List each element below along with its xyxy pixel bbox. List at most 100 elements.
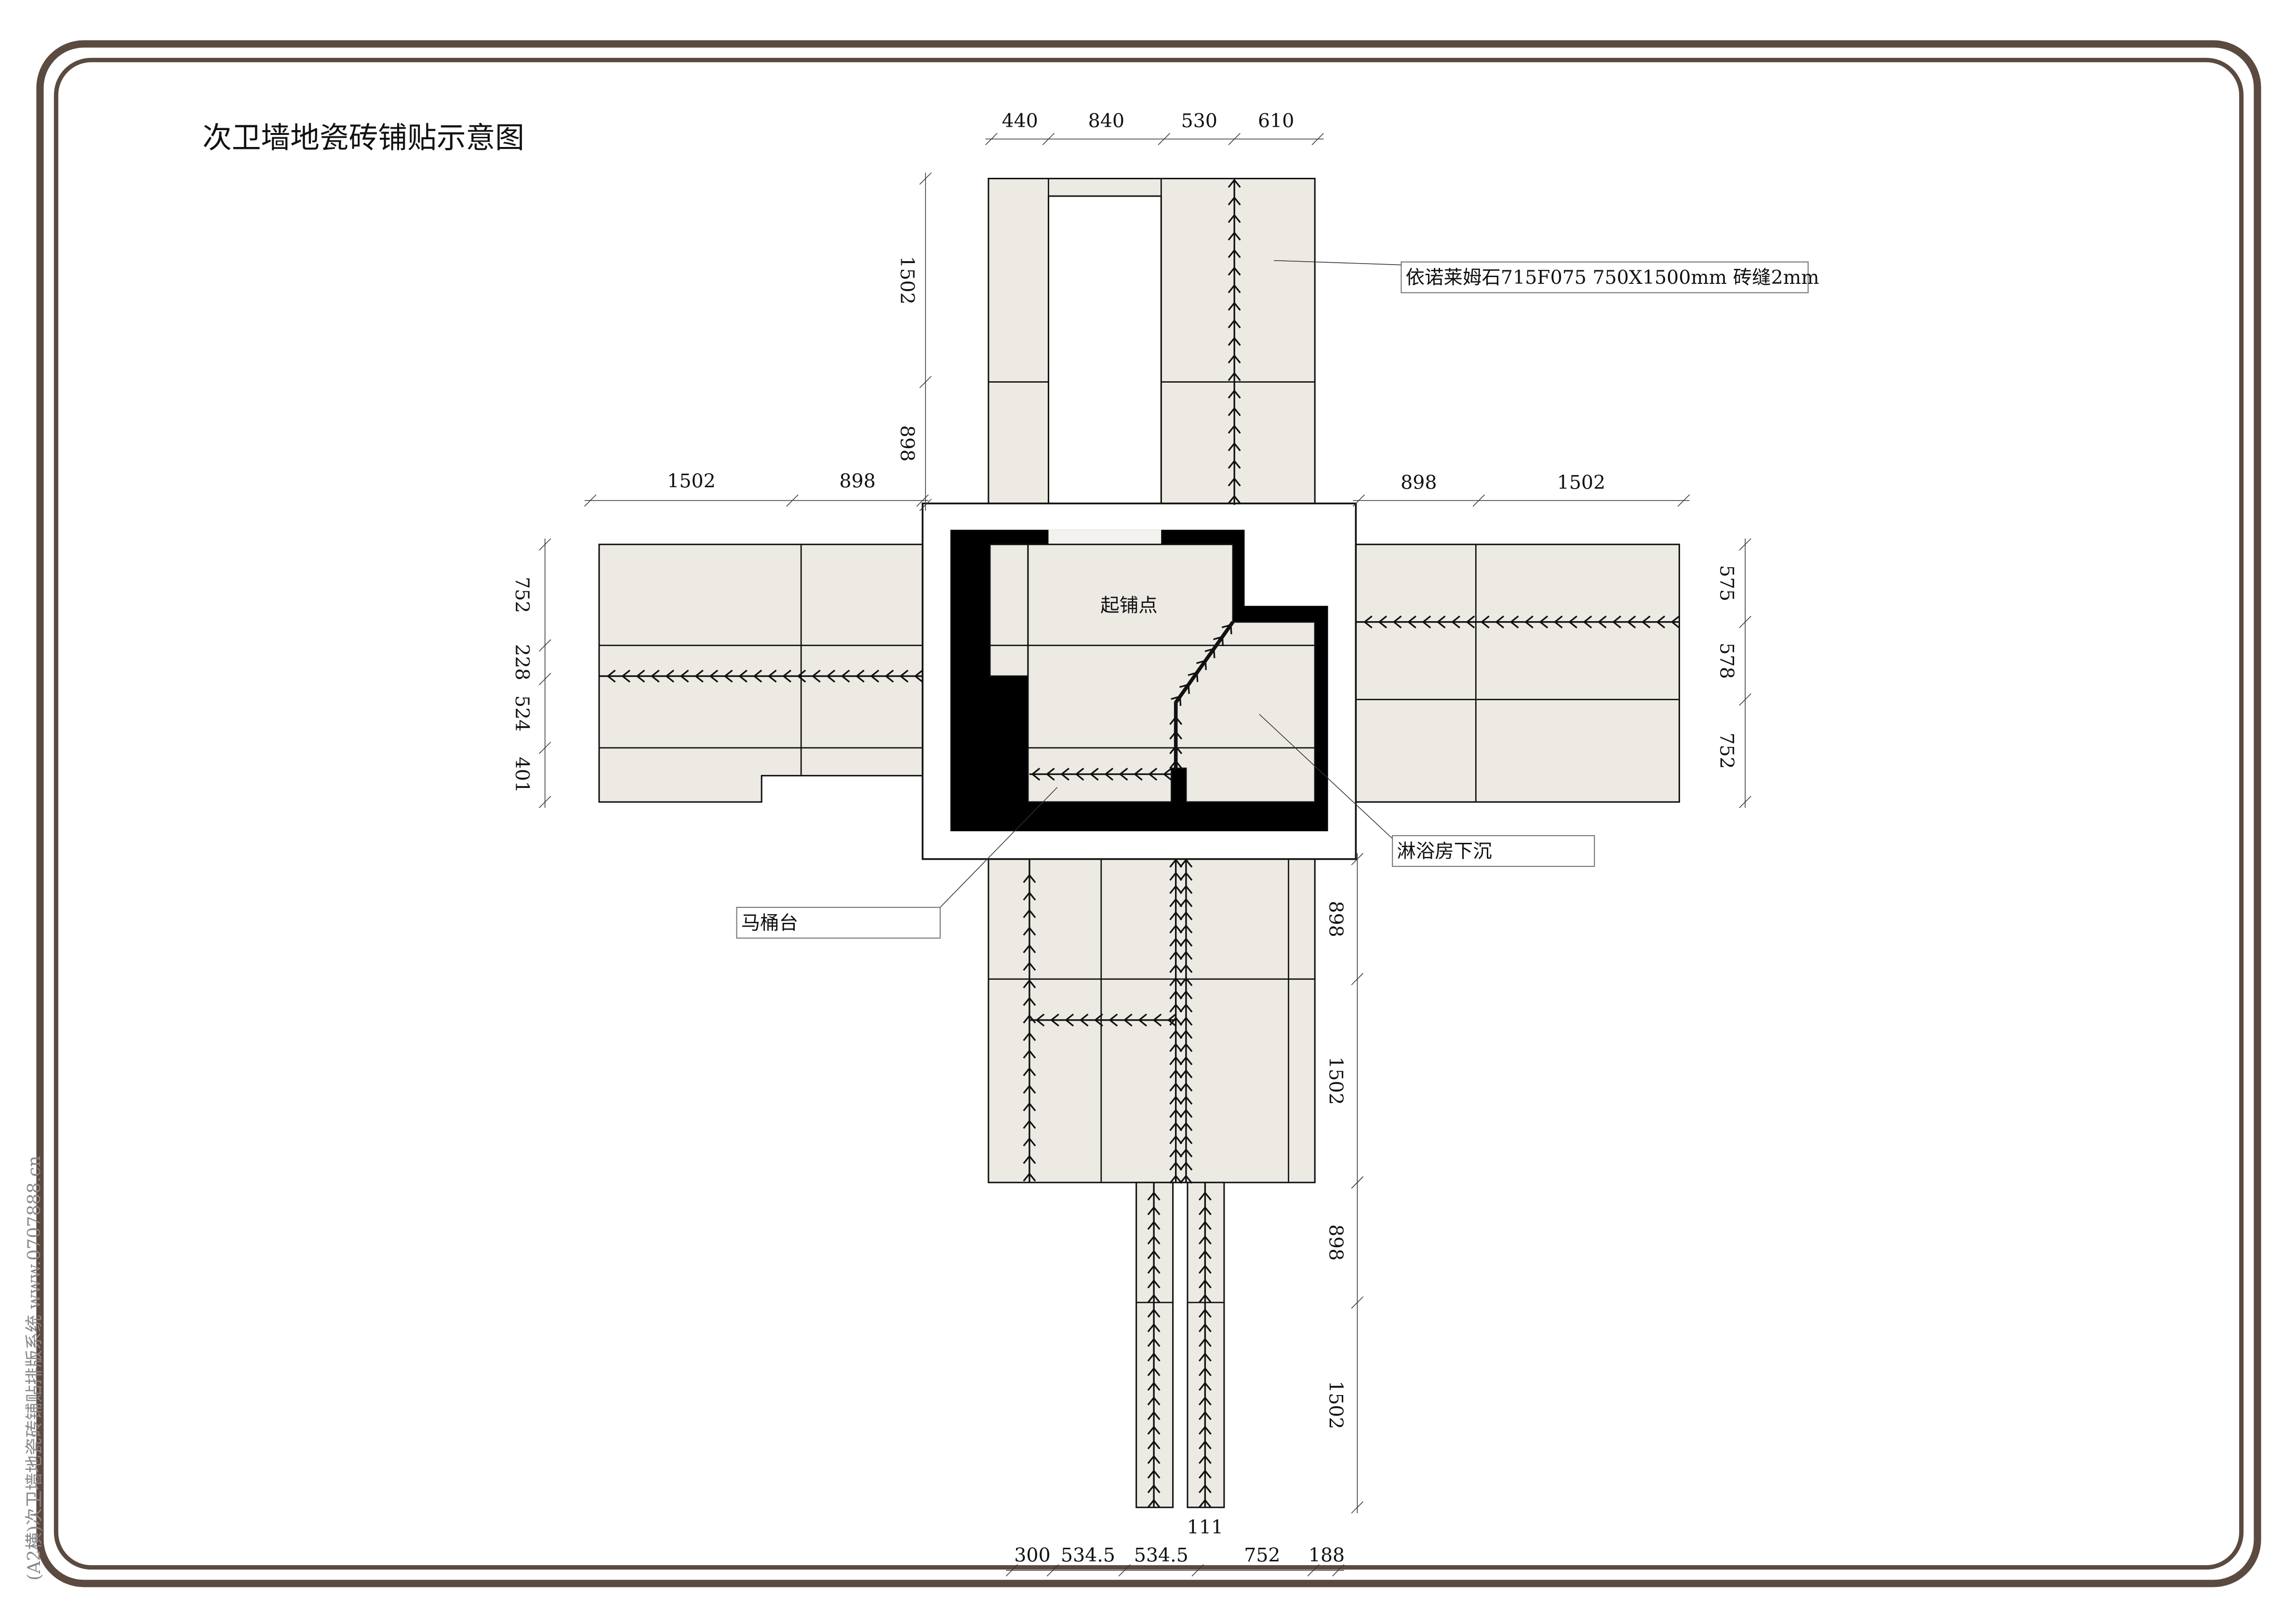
chevron-icon	[1147, 1279, 1161, 1289]
dim-tick	[1191, 1564, 1204, 1577]
dim-label: 610	[1258, 110, 1294, 132]
drawing-title: 次卫墙地瓷砖铺贴示意图	[202, 121, 524, 155]
chevron-icon	[694, 669, 704, 683]
outer-frame	[36, 40, 2261, 1587]
chevron-icon	[1392, 615, 1402, 629]
chevron-icon	[1023, 997, 1036, 1006]
dim-tick	[539, 538, 551, 551]
chevron-icon	[1179, 924, 1193, 934]
dim-tick	[1351, 1501, 1363, 1514]
chevron-icon	[1179, 683, 1190, 694]
dim-label: 440	[1002, 110, 1038, 132]
chevron-icon	[855, 669, 865, 683]
chevron-icon	[1221, 624, 1232, 635]
chevron-icon	[1188, 671, 1199, 682]
chevron-icon	[1670, 615, 1680, 629]
chevron-icon	[1023, 909, 1036, 918]
dim-label: 575	[1715, 565, 1737, 601]
chevron-icon	[1023, 979, 1036, 988]
chevron-icon	[1422, 615, 1431, 629]
dim-tick	[1352, 494, 1365, 507]
dim-tick	[1158, 133, 1171, 146]
dim-label: 534.5	[1061, 1544, 1115, 1566]
chevron-icon	[1198, 1250, 1212, 1259]
dim-label: 898	[1325, 1224, 1347, 1261]
arrow-line	[1029, 768, 1172, 781]
chevron-icon	[1179, 1043, 1193, 1052]
chevron-icon	[1568, 615, 1577, 629]
chevron-icon	[1198, 1367, 1212, 1376]
chevron-icon	[1198, 1425, 1212, 1435]
chevron-icon	[1147, 1250, 1161, 1259]
chevron-icon	[1228, 336, 1241, 346]
chevron-icon	[738, 669, 748, 683]
dim-tick	[1739, 538, 1751, 551]
chevron-icon	[1023, 1172, 1036, 1182]
chevron-icon	[1045, 768, 1055, 781]
chevron-icon	[884, 669, 894, 683]
chevron-icon	[1228, 407, 1241, 416]
chevron-icon	[1228, 178, 1241, 188]
chevron-icon	[1035, 1013, 1045, 1027]
chevron-icon	[1228, 284, 1241, 293]
dim-label: 228	[511, 644, 533, 680]
chevron-icon	[1147, 1323, 1161, 1332]
chevron-icon	[1065, 1013, 1074, 1027]
dim-tick	[1351, 1176, 1363, 1189]
dim-label: 530	[1181, 110, 1217, 132]
arrow-line	[1029, 1013, 1176, 1027]
chevron-icon	[1169, 1003, 1183, 1013]
dim-tick	[539, 742, 551, 754]
chevron-icon	[1169, 937, 1183, 947]
chevron-icon	[1228, 442, 1241, 452]
chevron-icon	[1436, 615, 1446, 629]
chevron-icon	[1023, 1137, 1036, 1146]
chevron-icon	[753, 669, 762, 683]
dim-tick	[919, 499, 932, 511]
chevron-icon	[1179, 1095, 1193, 1105]
dim-label: 1502	[896, 256, 918, 304]
chevron-icon	[1169, 1029, 1183, 1039]
chevron-icon	[650, 669, 660, 683]
inner-frame	[53, 57, 2244, 1570]
dim-tick	[919, 172, 932, 185]
dim-tick	[1739, 693, 1751, 706]
chevron-icon	[1524, 615, 1534, 629]
chevron-icon	[1138, 1013, 1148, 1027]
chevron-icon	[1169, 1135, 1183, 1144]
chevron-icon	[1023, 1032, 1036, 1041]
chevron-icon	[1198, 1455, 1212, 1464]
chevron-icon	[1023, 874, 1036, 883]
chevron-icon	[1627, 615, 1636, 629]
start-point-label: 起铺点	[1100, 594, 1157, 616]
chevron-icon	[1407, 615, 1416, 629]
chevron-icon	[606, 669, 616, 683]
laying-direction-arrows	[599, 178, 1680, 1508]
dim-tick	[919, 375, 932, 388]
chevron-icon	[1179, 871, 1193, 881]
chevron-icon	[1213, 636, 1224, 647]
dim-tick	[1005, 1564, 1018, 1577]
dim-tick	[1739, 796, 1751, 808]
chevron-icon	[1023, 1084, 1036, 1094]
chevron-icon	[1480, 615, 1490, 629]
chevron-icon	[811, 669, 821, 683]
chevron-icon	[1363, 615, 1373, 629]
chevron-icon	[1198, 1499, 1212, 1508]
arrow-line	[1228, 178, 1241, 505]
dim-tick	[1739, 616, 1751, 628]
chevron-icon	[1198, 1396, 1212, 1406]
chevron-icon	[1228, 425, 1241, 434]
chevron-icon	[1147, 1308, 1161, 1318]
floor-plan: 起铺点	[921, 502, 1357, 860]
chevron-icon	[1198, 1221, 1212, 1230]
chevron-icon	[1179, 977, 1193, 986]
dim-label: 752	[511, 577, 533, 613]
chevron-icon	[1169, 1095, 1183, 1105]
chevron-icon	[1179, 911, 1193, 920]
arrow-line	[1198, 1182, 1212, 1508]
dim-label: 524	[511, 695, 533, 732]
